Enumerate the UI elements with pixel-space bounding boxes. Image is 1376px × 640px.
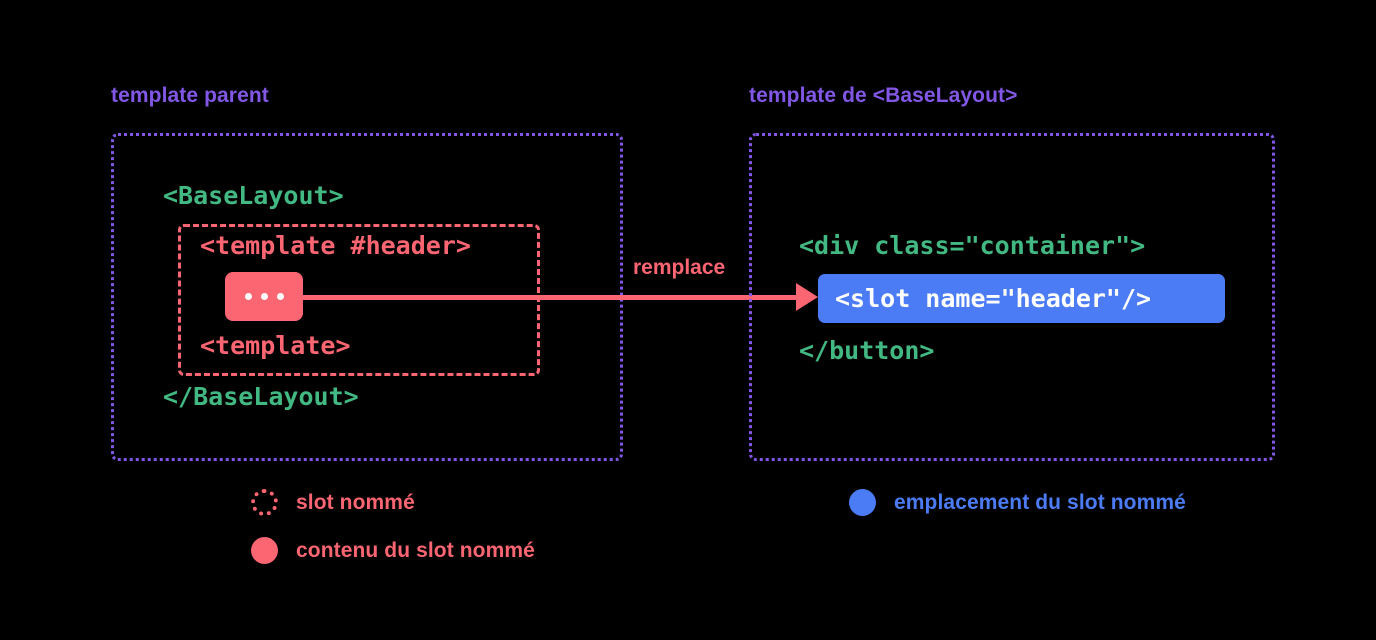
legend-item-named-slot: slot nommé <box>251 489 415 516</box>
code-baselayout-open-tag: <BaseLayout> <box>163 181 344 210</box>
replace-arrow-line <box>303 295 798 300</box>
legend-item-named-slot-outlet: emplacement du slot nommé <box>849 489 1186 516</box>
code-container-open-tag: <div class="container"> <box>799 231 1146 260</box>
left-panel-caption: template parent <box>111 84 269 107</box>
replace-arrow-head-icon <box>796 283 818 311</box>
ellipsis-dot-icon <box>260 293 268 300</box>
named-slot-dashed-box <box>178 224 540 376</box>
legend-item-label: slot nommé <box>296 490 415 514</box>
filled-circle-icon <box>849 489 876 516</box>
replace-arrow-label: remplace <box>630 256 729 280</box>
baselayout-template-panel <box>749 133 1275 461</box>
ellipsis-dot-icon <box>244 293 252 300</box>
code-baselayout-close-tag: </BaseLayout> <box>163 382 359 411</box>
code-template-close-tag: <template> <box>200 331 351 360</box>
filled-circle-icon <box>251 537 278 564</box>
named-slot-outlet-chip: <slot name="header"/> <box>818 274 1225 323</box>
legend-item-label: contenu du slot nommé <box>296 538 535 562</box>
ellipsis-dot-icon <box>276 293 284 300</box>
code-container-close-tag: </button> <box>799 336 935 365</box>
code-template-open-tag: <template #header> <box>200 231 471 260</box>
named-slot-content-chip <box>225 272 303 321</box>
dotted-circle-icon <box>251 489 278 516</box>
right-panel-caption: template de <BaseLayout> <box>749 84 1018 107</box>
legend-item-label: emplacement du slot nommé <box>894 490 1186 514</box>
code-slot-outlet-tag: <slot name="header"/> <box>835 284 1152 313</box>
legend-item-named-slot-content: contenu du slot nommé <box>251 537 535 564</box>
